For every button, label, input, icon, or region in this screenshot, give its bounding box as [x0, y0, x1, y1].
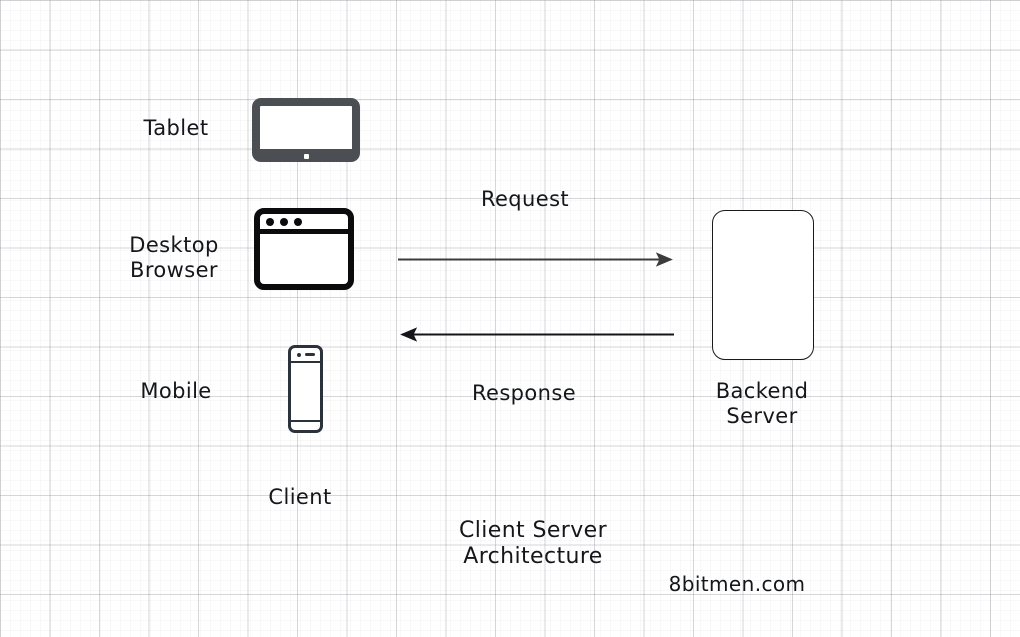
client-group-label: Client [268, 485, 332, 509]
mobile-home-bar-icon [291, 420, 320, 422]
mobile-earpiece-area [291, 348, 320, 363]
browser-dot-2-icon [280, 217, 288, 226]
diagram-title: Client Server Architecture [458, 518, 608, 569]
backend-server-label: Backend Server [715, 379, 809, 428]
browser-dot-1-icon [266, 217, 274, 226]
mobile-phone-icon [288, 345, 323, 433]
tablet-home-button-icon [303, 154, 309, 159]
mobile-label: Mobile [140, 379, 212, 403]
tablet-icon [252, 98, 360, 162]
mobile-speaker-icon [304, 352, 315, 357]
backend-server-box [712, 210, 814, 360]
desktop-browser-label: Desktop Browser [129, 233, 219, 282]
browser-titlebar [260, 214, 348, 234]
tablet-label: Tablet [143, 116, 209, 140]
mobile-camera-icon [296, 352, 301, 357]
browser-window-icon [254, 208, 354, 290]
request-label: Request [480, 187, 570, 211]
response-label: Response [471, 381, 577, 405]
browser-dot-3-icon [294, 217, 302, 226]
watermark-label: 8bitmen.com [668, 572, 806, 596]
